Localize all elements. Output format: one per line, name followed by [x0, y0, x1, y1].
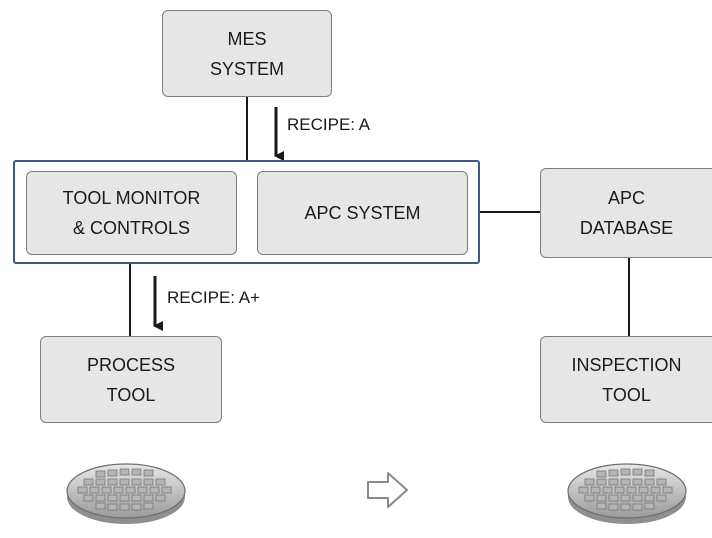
wafer-icon — [66, 463, 186, 524]
inspection-tool-box: INSPECTION TOOL — [540, 336, 712, 423]
apc-database-line2: DATABASE — [579, 218, 674, 238]
mes-system-line2: SYSTEM — [209, 58, 284, 79]
process-tool-box: PROCESS TOOL — [40, 336, 222, 423]
apc-database-box: APC DATABASE — [540, 168, 712, 258]
mes-system-line1: MES — [227, 28, 267, 49]
right-arrow-icon — [367, 472, 408, 508]
inspection-tool-line1: INSPECTION — [571, 354, 682, 375]
recipe-out-label: RECIPE: A+ — [167, 288, 261, 307]
apc-system-label: APC SYSTEM — [304, 203, 421, 223]
wafer-icon — [567, 463, 687, 524]
tool-monitor-line1: TOOL MONITOR — [62, 188, 201, 208]
process-tool-line1: PROCESS — [86, 354, 176, 375]
apc-system-box: APC SYSTEM — [257, 171, 468, 255]
tool-monitor-line2: & CONTROLS — [72, 218, 191, 238]
process-tool-line2: TOOL — [106, 384, 156, 405]
tool-monitor-box: TOOL MONITOR & CONTROLS — [26, 171, 237, 255]
apc-database-line1: APC — [607, 188, 645, 208]
mes-system-box: MES SYSTEM — [162, 10, 332, 97]
inspection-tool-line2: TOOL — [602, 384, 651, 405]
recipe-in-label: RECIPE: A — [287, 115, 371, 134]
apc-frame — [13, 160, 480, 264]
